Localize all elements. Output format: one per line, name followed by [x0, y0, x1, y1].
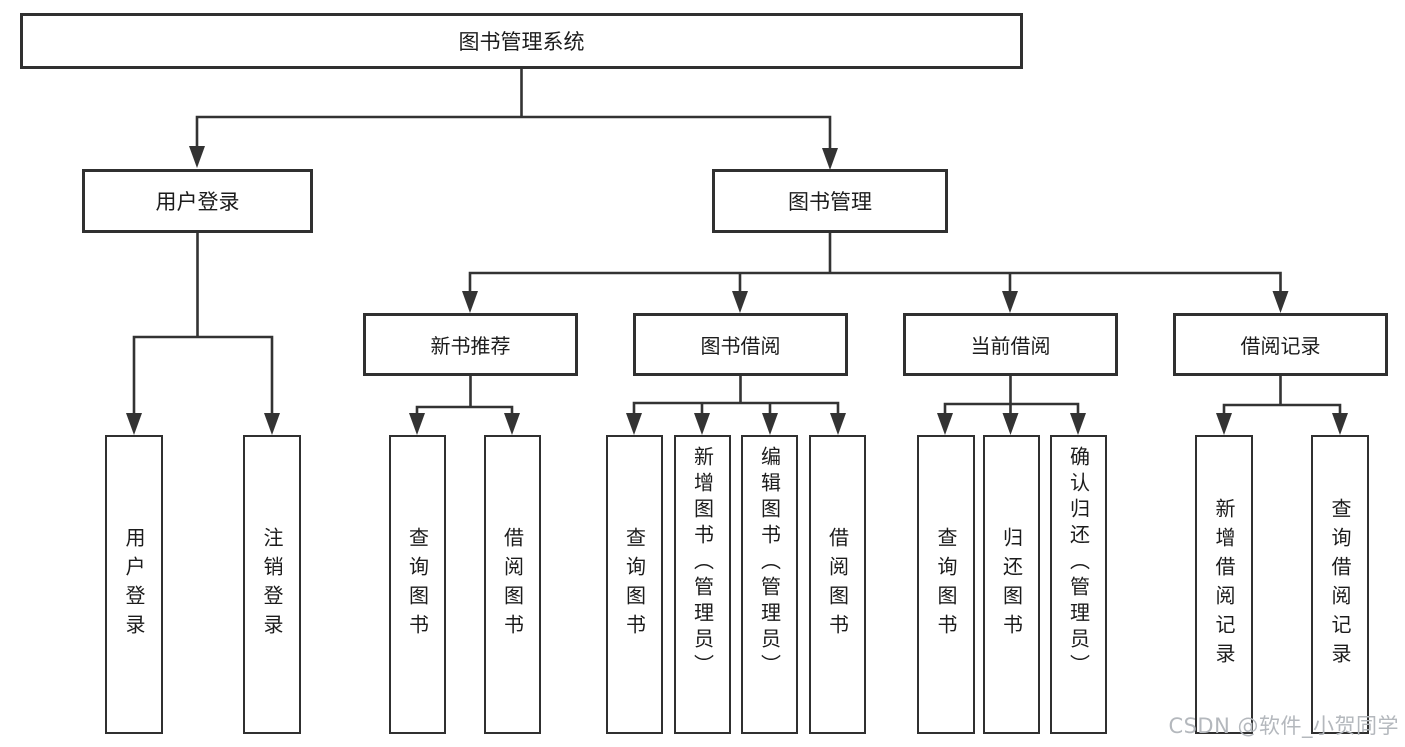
arrowhead-icon	[1002, 413, 1019, 435]
node-root: 图书管理系统	[20, 13, 1023, 69]
node-label: 归还图书	[999, 526, 1024, 643]
arrowhead-icon	[264, 413, 280, 435]
node-borrow-records: 借阅记录	[1173, 313, 1388, 376]
connector-mgmt-to-groups	[462, 231, 1289, 313]
node-book-borrowing: 图书借阅	[633, 313, 848, 376]
node-label: 借阅图书	[500, 526, 525, 643]
connector-root-to-level2	[189, 67, 838, 170]
node-label: 查询借阅记录	[1328, 497, 1352, 672]
leaf-add-books-admin: 新增图书（管理员）	[674, 435, 731, 734]
leaf-query-books-recommend: 查询图书	[389, 435, 446, 734]
node-label: 用户登录	[155, 190, 240, 214]
node-label: 查询图书	[622, 526, 647, 643]
node-label: 图书管理系统	[458, 30, 585, 54]
watermark-text: CSDN @软件_小贺同学	[1168, 714, 1399, 738]
arrowhead-icon	[126, 413, 142, 435]
node-label: 确认归还（管理员）	[1066, 446, 1091, 680]
leaf-return-books: 归还图书	[983, 435, 1040, 734]
arrowhead-icon	[822, 148, 838, 170]
connector-current-to-leaves	[937, 374, 1086, 435]
node-label: 当前借阅	[970, 334, 1051, 358]
node-label: 注销登录	[260, 526, 284, 643]
node-label: 新增图书（管理员）	[690, 446, 715, 680]
arrowhead-icon	[1002, 291, 1018, 313]
connector-recommend-to-leaves	[409, 374, 520, 435]
connector-records-to-leaves	[1216, 374, 1348, 435]
arrowhead-icon	[1272, 291, 1289, 313]
leaf-query-borrow-record: 查询借阅记录	[1311, 435, 1369, 734]
arrowhead-icon	[732, 291, 748, 313]
arrowhead-icon	[1216, 413, 1232, 435]
arrowhead-icon	[830, 413, 846, 435]
connector-user-to-leaves	[126, 231, 280, 435]
arrowhead-icon	[1070, 413, 1086, 435]
node-label: 编辑图书（管理员）	[757, 446, 782, 680]
leaf-add-borrow-record: 新增借阅记录	[1195, 435, 1253, 734]
leaf-edit-books-admin: 编辑图书（管理员）	[741, 435, 798, 734]
arrowhead-icon	[189, 146, 205, 168]
node-label: 借阅图书	[825, 526, 850, 643]
node-label: 图书借阅	[700, 334, 781, 358]
node-label: 查询图书	[405, 526, 430, 643]
node-label: 新书推荐	[430, 334, 511, 358]
arrowhead-icon	[504, 413, 520, 435]
arrowhead-icon	[409, 413, 425, 435]
leaf-logout: 注销登录	[243, 435, 301, 734]
arrowhead-icon	[626, 413, 642, 435]
node-user-login: 用户登录	[82, 169, 313, 233]
arrowhead-icon	[462, 291, 478, 313]
node-label: 借阅记录	[1240, 334, 1321, 358]
node-label: 用户登录	[122, 526, 146, 643]
arrowhead-icon	[762, 413, 778, 435]
node-label: 新增借阅记录	[1212, 497, 1236, 672]
leaf-query-books-borrowing: 查询图书	[606, 435, 663, 734]
node-book-management: 图书管理	[712, 169, 948, 233]
leaf-query-books-current: 查询图书	[917, 435, 975, 734]
arrowhead-icon	[937, 413, 953, 435]
leaf-confirm-return-admin: 确认归还（管理员）	[1050, 435, 1107, 734]
arrowhead-icon	[694, 413, 710, 435]
arrowhead-icon	[1332, 413, 1348, 435]
node-current-borrowing: 当前借阅	[903, 313, 1118, 376]
connector-borrowing-to-leaves	[626, 374, 846, 435]
node-new-book-recommend: 新书推荐	[363, 313, 578, 376]
node-label: 图书管理	[788, 190, 872, 214]
leaf-borrow-books-recommend: 借阅图书	[484, 435, 541, 734]
leaf-user-login: 用户登录	[105, 435, 163, 734]
node-label: 查询图书	[934, 526, 958, 643]
leaf-borrow-books-borrowing: 借阅图书	[809, 435, 866, 734]
